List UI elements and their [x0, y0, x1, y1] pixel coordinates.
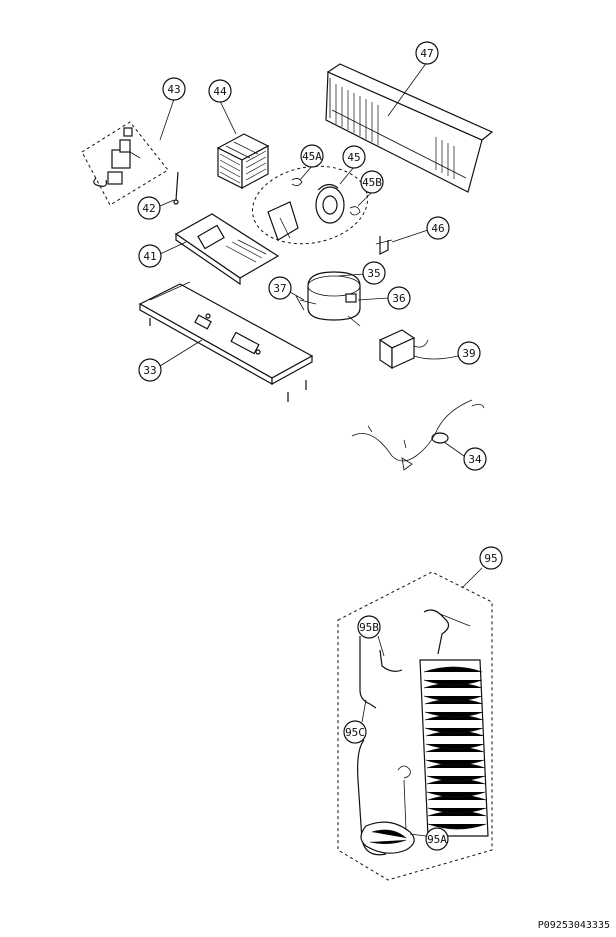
leader-95 [461, 567, 483, 589]
leader-45 [339, 166, 355, 185]
part-41-tray [174, 213, 280, 286]
leader-37 [289, 291, 305, 301]
leader-44 [219, 100, 237, 135]
leader-42 [159, 199, 175, 207]
svg-text:35: 35 [367, 267, 380, 280]
part-33-base-plate [138, 281, 314, 402]
svg-text:95B: 95B [359, 621, 379, 634]
label-95b: 95B [357, 615, 381, 639]
leader-95b [377, 635, 385, 657]
svg-text:45A: 45A [302, 150, 322, 163]
part-42-rod [173, 171, 179, 205]
svg-text:42: 42 [142, 202, 155, 215]
leader-46 [391, 229, 429, 243]
part-45-fan-motor-group [252, 165, 368, 245]
part-47-back-panel [325, 63, 494, 193]
label-36: 36 [387, 286, 411, 310]
label-45: 45 [342, 145, 366, 169]
label-39: 39 [457, 341, 481, 365]
label-95c: 95C [343, 720, 367, 744]
label-37: 37 [268, 276, 292, 300]
label-95: 95 [479, 546, 503, 570]
label-35: 35 [362, 261, 386, 285]
leader-36 [357, 297, 389, 301]
part-43-valve-assembly [81, 121, 169, 206]
part-46-bracket [375, 236, 393, 255]
leader-34 [443, 441, 465, 457]
label-33: 33 [138, 358, 162, 382]
svg-text:43: 43 [167, 83, 180, 96]
label-47: 47 [415, 41, 439, 65]
leader-45a [299, 165, 313, 181]
label-43: 43 [162, 77, 186, 101]
leader-33 [159, 339, 203, 367]
svg-text:34: 34 [468, 453, 482, 466]
svg-text:45: 45 [347, 151, 360, 164]
label-42: 42 [137, 196, 161, 220]
label-45b: 45B [360, 170, 384, 194]
svg-text:44: 44 [213, 85, 227, 98]
svg-text:95C: 95C [345, 726, 365, 739]
label-95a: 95A [425, 827, 449, 851]
leader-43 [159, 98, 175, 141]
part-34-wire-harness [351, 399, 485, 471]
document-id: P09253043335 [537, 920, 610, 931]
leader-95a [409, 833, 427, 837]
svg-text:47: 47 [420, 47, 433, 60]
svg-text:41: 41 [143, 250, 156, 263]
label-34: 34 [463, 447, 487, 471]
part-35-compressor [295, 271, 361, 327]
condenser-coil [419, 609, 489, 837]
label-44: 44 [208, 79, 232, 103]
svg-text:37: 37 [273, 282, 286, 295]
label-45a: 45A [300, 144, 324, 168]
svg-text:45B: 45B [362, 176, 382, 189]
label-46: 46 [426, 216, 450, 240]
svg-text:36: 36 [392, 292, 405, 305]
svg-text:95: 95 [484, 552, 497, 565]
svg-text:95A: 95A [427, 833, 447, 846]
part-39-relay [378, 329, 459, 370]
leader-41 [159, 241, 187, 255]
svg-text:46: 46 [431, 222, 444, 235]
svg-text:39: 39 [462, 347, 475, 360]
part-44-evaporator-coil [216, 133, 270, 190]
leader-35 [337, 273, 365, 277]
leader-45b [357, 191, 373, 207]
label-41: 41 [138, 244, 162, 268]
leader-95c [361, 699, 367, 723]
part-95-condenser-group [337, 571, 493, 881]
svg-text:33: 33 [143, 364, 156, 377]
leader-47 [387, 61, 428, 117]
